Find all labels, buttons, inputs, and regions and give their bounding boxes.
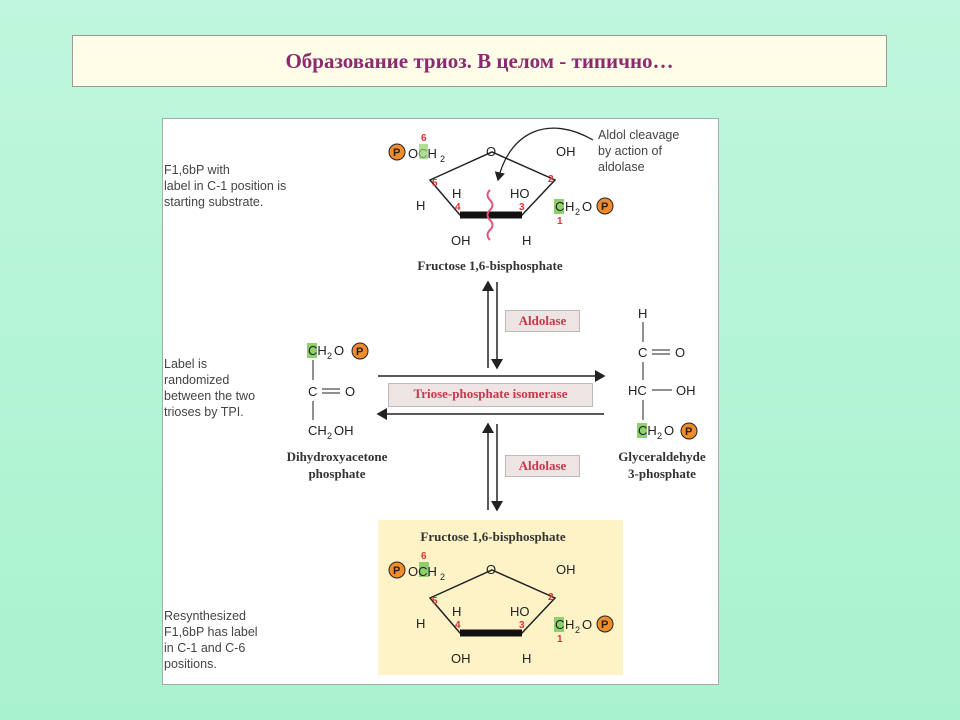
phosphate-label: P (393, 147, 400, 159)
dhap-eq-o: O (345, 384, 355, 399)
carbon-5: 5 (432, 596, 438, 607)
h-c5: H (416, 198, 425, 213)
phosphate-label: P (601, 201, 608, 213)
caption-dhap: Dihydroxyacetone phosphate (286, 449, 388, 481)
label-c1-highlight (554, 199, 564, 214)
sub: 2 (327, 431, 332, 441)
g3p-ch: CH (638, 423, 657, 438)
dhap-ch: CH (308, 343, 327, 358)
note-resynthesized: Resynthesized F1,6bP has label in C-1 an… (164, 609, 258, 671)
carbon-6: 6 (421, 551, 427, 562)
label-c6-highlight (419, 144, 428, 159)
h-c5: H (416, 616, 425, 631)
g3p-o: O (664, 423, 674, 438)
oh-c4: OH (451, 233, 471, 248)
h-c4-up: H (452, 604, 461, 619)
label-highlight (637, 423, 647, 438)
title-box: Образование триоз. В целом - типично… (72, 35, 887, 87)
carbon-2: 2 (548, 174, 554, 185)
dhap-c: C (308, 384, 317, 399)
phosphate-label: P (356, 346, 363, 358)
dhap-oh: OH (334, 423, 354, 438)
h-c4-up: H (452, 186, 461, 201)
label-highlight (307, 343, 317, 358)
o-link: O (582, 199, 592, 214)
carbon-4: 4 (455, 620, 461, 631)
phosphate-icon (680, 422, 698, 440)
phosphate-label: P (601, 619, 608, 631)
sub: 2 (575, 625, 580, 635)
h-c3: H (522, 233, 531, 248)
oh-top-right: OH (556, 144, 576, 159)
carbon-1: 1 (557, 634, 563, 645)
dhap-o: O (334, 343, 344, 358)
ring-oxygen: O (486, 144, 496, 159)
g3p-oh: OH (676, 383, 696, 398)
note-label-randomized: Label is randomized between the two trio… (164, 357, 256, 419)
carbon-4: 4 (455, 202, 461, 213)
carbon-3: 3 (519, 202, 525, 213)
carbon-5: 5 (432, 178, 438, 189)
phosphate-label: P (393, 565, 400, 577)
och2-label: OCH (408, 564, 437, 579)
c1-label: C (555, 199, 564, 214)
carbon-3: 3 (519, 620, 525, 631)
ring-outline (428, 569, 557, 634)
enzyme-aldolase-bottom: Aldolase (505, 455, 580, 477)
caption-fructose-top: Fructose 1,6-bisphosphate (417, 258, 563, 273)
oh-c4: OH (451, 651, 471, 666)
g3p-c1: C (638, 345, 647, 360)
sub: 2 (575, 207, 580, 217)
g3p-h: H (638, 306, 647, 321)
cleavage-squiggle (486, 189, 494, 241)
phosphate-icon (596, 615, 614, 633)
g3p-eq-o: O (675, 345, 685, 360)
h2-label: H (565, 199, 574, 214)
dhap-structure: CH 2 O P C O CH 2 OH (307, 342, 369, 441)
phosphate-icon (388, 143, 406, 161)
label-c1-highlight (554, 617, 564, 632)
g3p-structure: H C O HC OH CH 2 O P (628, 306, 698, 441)
label-c6-highlight (419, 562, 429, 577)
sub: 2 (327, 351, 332, 361)
oh-top-right: OH (556, 562, 576, 577)
fructose-top-structure: P OCH 2 6 O OH 5 H H 4 OH HO 3 H 2 C H 2… (388, 127, 614, 248)
caption-fructose-bottom: Fructose 1,6-bisphosphate (420, 529, 566, 544)
dhap-ch2oh: CH (308, 423, 327, 438)
caption-g3p: Glyceraldehyde 3-phosphate (618, 449, 706, 481)
phosphate-icon (388, 561, 406, 579)
note-starting-substrate: F1,6bP with label in C-1 position is sta… (164, 163, 287, 209)
sub: 2 (440, 572, 445, 582)
sub: 2 (657, 431, 662, 441)
sub: 2 (440, 154, 445, 164)
aldol-arrow (494, 127, 594, 182)
carbon-1: 1 (557, 216, 563, 227)
ring-outline (428, 151, 557, 216)
resynthesized-highlight (378, 520, 623, 675)
phosphate-icon (351, 342, 369, 360)
o-link: O (582, 617, 592, 632)
phosphate-icon (596, 197, 614, 215)
g3p-hc: HC (628, 383, 647, 398)
h-c3: H (522, 651, 531, 666)
c1-label: C (555, 617, 564, 632)
note-aldol-cleavage: Aldol cleavage by action of aldolase (598, 128, 680, 174)
enzyme-aldolase-top: Aldolase (505, 310, 580, 332)
ho-c3: HO (510, 604, 530, 619)
phosphate-label: P (685, 426, 692, 438)
fructose-bottom-structure: P OCH 2 6 O OH 5 H H 4 OH HO 3 H 2 C H 2… (388, 551, 614, 666)
carbon-6: 6 (421, 133, 427, 144)
enzyme-tpi: Triose-phosphate isomerase (388, 383, 593, 407)
ho-c3: HO (510, 186, 530, 201)
ring-oxygen: O (486, 562, 496, 577)
h2-label: H (565, 617, 574, 632)
slide-title: Образование триоз. В целом - типично… (285, 48, 674, 73)
carbon-2: 2 (548, 592, 554, 603)
